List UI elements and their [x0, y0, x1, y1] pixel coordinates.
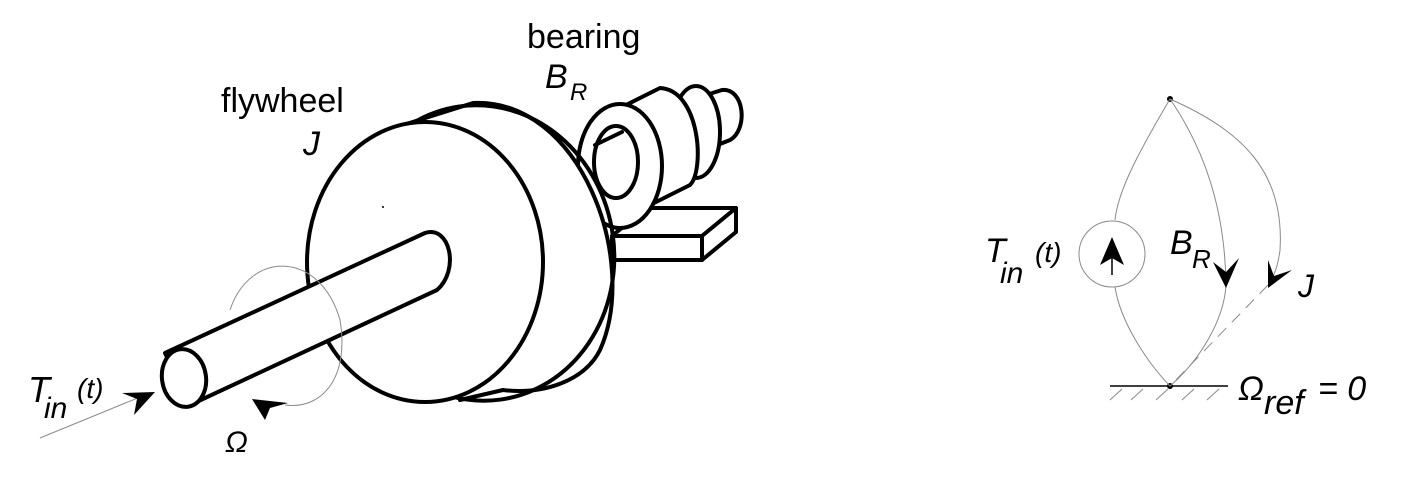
source-subscript: in	[1000, 257, 1023, 290]
shaft	[159, 230, 452, 409]
speed-arrowhead	[252, 399, 288, 420]
inertia-arrowhead	[1268, 260, 1292, 288]
torque-subscript: in	[44, 392, 67, 425]
torque-arrow-line	[39, 394, 146, 439]
mechanical-drawing: bearing B R flywheel J T in (t) Ω	[28, 18, 744, 459]
torque-source	[1078, 220, 1146, 288]
rotation-arc	[229, 265, 343, 407]
inertia-branch	[1169, 98, 1281, 286]
network-diagram: T in (t) B R J Ω ref = 0	[985, 96, 1366, 422]
bearing-symbol: B	[545, 58, 568, 96]
torque-arg: (t)	[77, 373, 103, 404]
bearing-base	[610, 206, 738, 262]
torque-arrowhead	[122, 392, 155, 415]
bearing-label: bearing	[527, 18, 640, 56]
bearing-subscript: R	[570, 79, 587, 106]
center-mark	[382, 206, 384, 208]
bearing-arrowhead	[1213, 258, 1239, 288]
ref-symbol: Ω	[1238, 370, 1264, 408]
source-wire-top	[1114, 98, 1171, 221]
ref-value: = 0	[1318, 370, 1366, 408]
inertia-dashed-wire	[1171, 284, 1269, 385]
bearing-net-symbol: B	[1170, 224, 1193, 262]
flywheel-symbol: J	[302, 125, 321, 163]
inertia-net-symbol: J	[1297, 268, 1315, 304]
source-wire-bottom	[1114, 286, 1171, 387]
ref-subscript: ref	[1264, 384, 1307, 422]
bearing-net-subscript: R	[1192, 244, 1211, 274]
torque-symbol: T	[28, 369, 53, 410]
source-arrowhead	[1100, 237, 1124, 265]
speed-symbol: Ω	[225, 426, 248, 459]
source-arg: (t)	[1035, 237, 1061, 268]
flywheel-label: flywheel	[221, 82, 344, 120]
source-symbol: T	[985, 232, 1008, 270]
